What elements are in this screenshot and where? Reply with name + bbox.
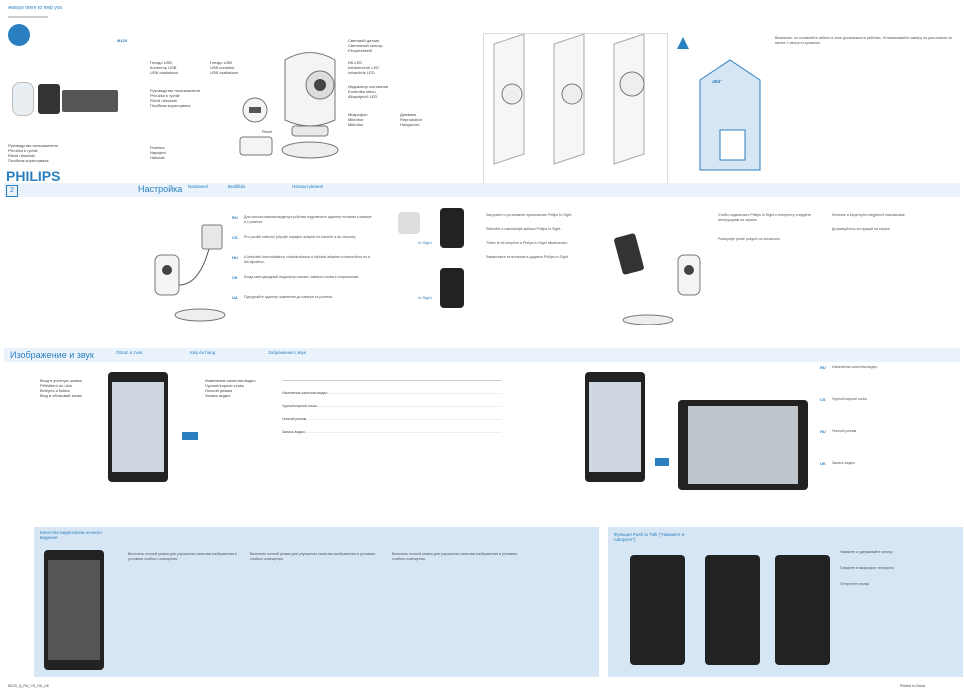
ptt-title: Функция Push to Talk ("Нажмите и говорит… <box>614 532 685 542</box>
phone-icon <box>440 268 464 308</box>
phone-night-screen <box>44 550 104 670</box>
camera-diagram <box>281 52 339 159</box>
night-text-cs: Включить ночной режим для улучшения каче… <box>250 552 376 561</box>
pair-steps-left: Чтобы подключить Philips In.Sight к инте… <box>718 213 811 241</box>
table-header <box>282 370 502 381</box>
image-title: Изображение и звук <box>10 350 94 360</box>
power-labels: Розетка Napájení Hálózati <box>150 145 167 160</box>
night-text-hu: Включить ночной режим для улучшения каче… <box>392 552 518 561</box>
night-panel <box>34 527 599 677</box>
phone-screen <box>112 382 164 472</box>
parts-left-labels: Гнездо USB Конектор USB USB csatlakozó <box>150 60 179 75</box>
phone-ptt-2 <box>705 555 760 665</box>
in-sight-label: In.Sight <box>418 240 432 245</box>
step-number-icon: 2 <box>6 185 18 197</box>
app-store-icon <box>398 212 420 234</box>
phone-view-screen <box>585 372 645 482</box>
tablet-photo-icon <box>62 90 118 112</box>
arrow-right-icon <box>655 458 669 466</box>
image-col3: Зображення і звук <box>268 350 306 355</box>
login-labels: Вход в учетную запись Přihlášení do účtu… <box>40 378 83 398</box>
footer-right: Printed in China <box>900 684 925 688</box>
parts-desc: Руководство пользователя Příručka k rych… <box>150 88 200 108</box>
pair-steps-right: Kövesse a képernyőn megjelenő utasítások… <box>832 213 906 231</box>
phone-screen <box>48 560 100 660</box>
room-diagram <box>699 59 761 171</box>
parts-mid-labels: Гнездо USB USB konektor USB csatlakozó <box>210 60 239 75</box>
ir-labels: ИК-LED Infračervené LED Infravörös LED <box>348 60 380 75</box>
divider <box>8 16 48 18</box>
setup-col1: Nastavení <box>188 184 209 189</box>
night-text: Включить ночной режим для улучшения каче… <box>128 552 237 561</box>
adapter-icon <box>239 136 273 156</box>
image-col2: Kép és hang <box>190 350 216 355</box>
ptt-steps: Нажмите и удерживайте кнопку Говорите в … <box>840 550 894 586</box>
camera-photo-icon <box>12 82 34 116</box>
phone-screen <box>589 382 641 472</box>
reset-label: Reset <box>262 129 273 134</box>
feature-table: Изменение качества видео Vypnutí/zapnutí… <box>282 370 502 500</box>
phone-photo-icon <box>38 84 60 114</box>
model-code: M120 <box>117 38 128 43</box>
table-row: Ночной режим <box>282 407 502 421</box>
phone-landscape-screen <box>678 400 808 490</box>
table-row: Запись видео <box>282 420 502 434</box>
wall-mount-panel <box>483 33 668 185</box>
quick-start-list: Руководство пользователя Příručka k rych… <box>8 143 58 163</box>
philips-logo: PHILIPS <box>6 168 61 184</box>
setup-camera-diagram <box>154 224 226 322</box>
table-row: Vypnutí/zapnutí zvuku <box>282 394 502 408</box>
arrow-right-icon <box>182 432 198 440</box>
wall-mount-diagram <box>493 34 645 165</box>
phone-ptt-1 <box>630 555 685 665</box>
phone-login-screen <box>108 372 168 482</box>
philips-shield-icon <box>8 24 30 46</box>
speaker-labels: Динамик Reproduktor Hangszóró <box>400 112 423 127</box>
phone-ptt-3 <box>775 555 830 665</box>
brand-line: Always there to help you <box>8 6 63 11</box>
status-labels: Индикатор состояния Kontrolka stavu Álla… <box>348 84 389 99</box>
app-steps: Загрузите и установите приложение Philip… <box>486 213 573 259</box>
in-sight-label: In.Sight <box>418 295 432 300</box>
phone-icon <box>440 208 464 248</box>
image-header-band <box>4 348 960 362</box>
setup-col2: Beállítás <box>228 184 246 189</box>
setup-header-band <box>4 183 960 197</box>
pair-diagram <box>614 233 701 325</box>
setup-title: Настройка <box>138 184 183 194</box>
phone-screen <box>688 406 798 484</box>
warning-text: Внимание: не оставляйте кабели в зоне до… <box>775 36 953 45</box>
mic-labels: Микрофон Mikrofon Mikrofon <box>348 112 368 127</box>
night-title: Качество видеосвязи ночного видения <box>40 530 102 540</box>
image-col1: Obraz a zvuk <box>116 350 143 355</box>
rotate-label: 360° <box>712 80 723 85</box>
top-sensor-labels: Световой датчик Светелный сенсор Fényérz… <box>348 38 383 53</box>
table-row: Изменение качества видео <box>282 381 502 395</box>
warning-icon <box>677 37 689 49</box>
setup-col3: Налаштування <box>292 184 324 189</box>
image-steps-left: Изменение качества видео Vypnutí/zapnutí… <box>205 378 256 398</box>
usb-plug-icon <box>242 97 268 123</box>
footer-left: M120_Q_RU_CS_HU_UK <box>8 684 50 688</box>
